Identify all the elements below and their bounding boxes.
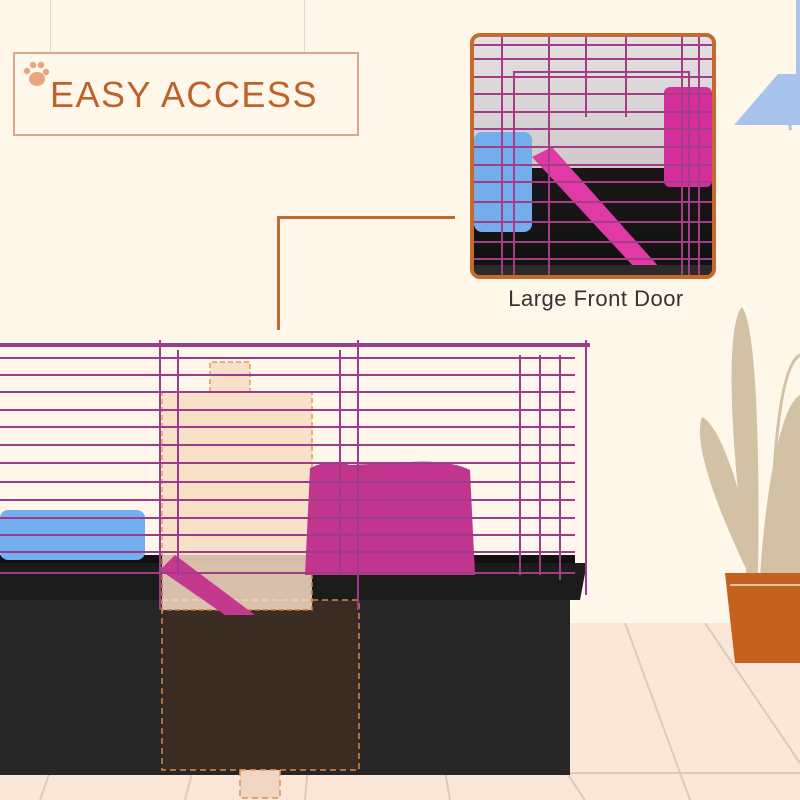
lamp-icon [734, 0, 800, 130]
hanging-string [304, 0, 305, 52]
cage-illustration [0, 340, 590, 799]
ramp [160, 555, 255, 615]
callout-line [277, 216, 455, 330]
door-closeup-illustration [474, 37, 712, 275]
page-title: EASY ACCESS [50, 74, 318, 115]
paw-icon [23, 61, 50, 86]
title-sign [13, 52, 359, 136]
door-open-outline [161, 599, 360, 771]
inset-door-closeup [470, 33, 716, 279]
inset-caption: Large Front Door [508, 286, 684, 311]
plant-icon [699, 307, 800, 663]
hanging-string [50, 0, 51, 52]
plant-pot [725, 573, 800, 663]
